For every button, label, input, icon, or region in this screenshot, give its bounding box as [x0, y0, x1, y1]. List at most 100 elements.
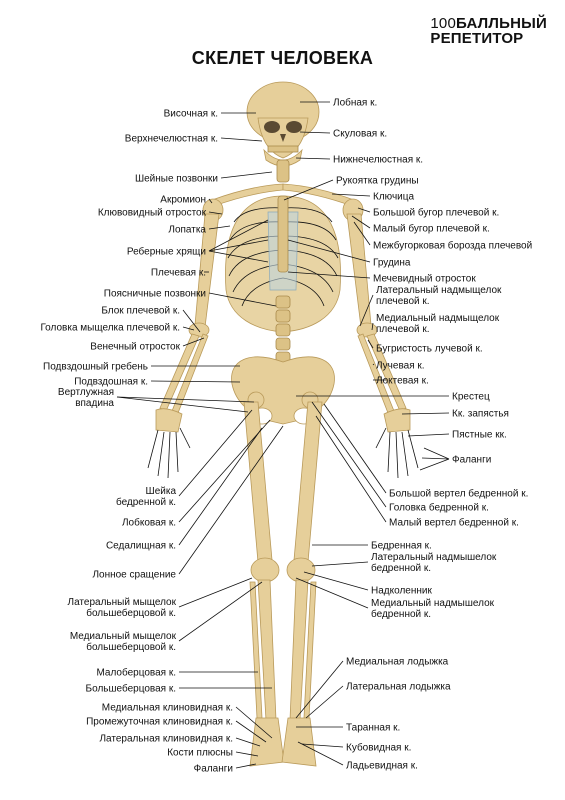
leader-radial-tuberosity	[367, 339, 374, 349]
label-zygomatic-line: Скуловая к.	[333, 129, 387, 140]
leader-greater-trochanter	[323, 403, 387, 494]
leader-costal-cartilage	[208, 250, 269, 263]
label-med-condyle-tibia-line: большеберцовой к.	[86, 641, 176, 653]
label-acetabulum-line: впадина	[75, 398, 114, 409]
logo-line1: БАЛЛЬНЫЙ	[456, 15, 547, 32]
label-med-cuneiform: Медиальная клиновидная к.	[102, 703, 233, 714]
leader-coracoid	[208, 211, 223, 215]
page-title: СКЕЛЕТ ЧЕЛОВЕКА	[191, 48, 374, 68]
label-lat-malleolus: Латеральная лодыжка	[346, 682, 451, 693]
label-iliac-crest-line: Подвздошный гребень	[43, 361, 148, 373]
label-greater-trochanter: Большой вертел бедренной к.	[389, 488, 528, 500]
label-cuboid: Кубовидная к.	[346, 742, 411, 754]
leader-pubis	[178, 419, 271, 523]
leader-lesser-tubercle	[351, 215, 371, 229]
leader-zygomatic	[299, 131, 331, 134]
label-carpals: Кк. запястья	[452, 409, 509, 420]
label-zygomatic: Скуловая к.	[333, 129, 387, 140]
label-manubrium-line: Рукоятка грудины	[336, 176, 419, 187]
label-symphysis: Лонное сращение	[92, 570, 176, 581]
label-femur-neck-line: Шейка	[146, 486, 177, 497]
label-ischium: Седалищная к.	[106, 541, 176, 552]
label-talus: Таранная к.	[346, 723, 400, 734]
label-maxilla-line: Верхнечелюстная к.	[125, 134, 218, 145]
label-lat-condyle-tibia-line: большеберцовой к.	[86, 607, 176, 619]
leader-ischium	[178, 427, 263, 546]
label-greater-trochanter-line: Большой вертел бедренной к.	[389, 488, 528, 500]
leader-capitulum	[182, 326, 195, 331]
logo-line2: РЕПЕТИТОР	[430, 30, 524, 47]
leader-coronoid	[182, 337, 205, 347]
skeleton-illustration	[147, 81, 419, 767]
label-humerus: Плечевая к.	[151, 268, 206, 279]
label-lesser-tubercle-line: Малый бугор плечевой к.	[373, 223, 490, 235]
label-mandible-line: Нижнечелюстная к.	[333, 155, 423, 166]
label-trochlea-line: Блок плечевой к.	[101, 306, 180, 317]
logo-number: 100	[430, 15, 457, 32]
label-cervical-line: Шейные позвонки	[135, 174, 218, 185]
leader-femur-neck	[178, 409, 253, 497]
label-int-cuneiform: Промежуточная клиновидная к.	[86, 717, 233, 728]
label-coronoid-line: Венечный отросток	[90, 342, 180, 353]
label-radius-line: Лучевая к.	[376, 361, 425, 372]
label-lesser-trochanter: Малый вертел бедренной к.	[389, 517, 519, 529]
leader-trochlea	[182, 309, 201, 333]
label-scapula-line: Лопатка	[168, 225, 206, 236]
leader-xiphoid	[287, 271, 371, 279]
label-talus-line: Таранная к.	[346, 723, 400, 734]
label-xiphoid: Мечевидный отросток	[373, 274, 476, 285]
label-lesser-tubercle: Малый бугор плечевой к.	[373, 223, 490, 235]
label-clavicle-line: Ключица	[373, 192, 414, 203]
label-coracoid-line: Клювовидный отросток	[98, 208, 207, 219]
label-lat-condyle-tibia-line: Латеральный мыщелок	[68, 597, 177, 608]
leader-carpals	[401, 412, 450, 415]
label-coronoid: Венечный отросток	[90, 342, 180, 353]
label-lat-malleolus-line: Латеральная лодыжка	[346, 682, 451, 693]
leader-metacarpals	[407, 433, 450, 437]
label-lat-epicondyle-line: плечевой к.	[376, 296, 430, 307]
label-cuboid-line: Кубовидная к.	[346, 742, 411, 754]
label-femur-line: Бедренная к.	[371, 541, 432, 552]
label-radial-tuberosity: Бугристость лучевой к.	[376, 344, 483, 355]
leader-ilium	[150, 380, 241, 383]
label-femur-head: Головка бедренной к.	[389, 502, 489, 514]
leader-med-condyle-tibia	[178, 581, 263, 642]
leader-int-cuneiform	[235, 720, 267, 743]
leader-navicular	[297, 741, 344, 766]
label-pubis: Лобковая к.	[122, 517, 176, 529]
label-temporal-line: Височная к.	[164, 109, 218, 120]
label-pubis-line: Лобковая к.	[122, 517, 176, 529]
label-med-malleolus: Медиальная лодыжка	[346, 657, 449, 668]
leader-lumbar	[208, 292, 277, 307]
leader-med-epicondyle-femur	[295, 577, 369, 609]
label-med-epicondyle-femur-line: бедренной к.	[371, 608, 431, 620]
label-med-cuneiform-line: Медиальная клиновидная к.	[102, 703, 233, 714]
label-femur-neck-line: бедренной к.	[116, 496, 176, 508]
label-phalanges-foot: Фаланги	[194, 764, 233, 775]
leader-acromion	[208, 198, 213, 204]
leader-femur-head	[311, 401, 387, 508]
label-ischium-line: Седалищная к.	[106, 541, 176, 552]
label-acetabulum-line: Вертлужная	[58, 387, 114, 398]
leader-lat-condyle-tibia	[178, 577, 253, 608]
label-patella-line: Надколенник	[371, 586, 432, 597]
label-med-epicondyle-line: плечевой к.	[376, 324, 430, 335]
leader-symphysis	[178, 425, 284, 575]
label-metatarsals-line: Кости плюсны	[167, 748, 233, 759]
label-clavicle: Ключица	[373, 192, 414, 203]
label-fibula: Малоберцовая к.	[96, 667, 176, 679]
label-trochlea: Блок плечевой к.	[101, 306, 180, 317]
label-sacrum: Крестец	[452, 392, 490, 403]
label-lat-epicondyle-femur-line: Латеральный надмышелок	[371, 552, 497, 563]
label-coracoid: Клювовидный отросток	[98, 208, 207, 219]
label-radius: Лучевая к.	[376, 361, 425, 372]
leader-lines	[116, 101, 450, 769]
leader-lat-malleolus	[305, 685, 344, 719]
label-acromion-line: Акромион	[160, 195, 206, 206]
label-capitulum: Головка мыщелка плечевой к.	[40, 323, 180, 334]
label-ulna: Локтевая к.	[376, 376, 429, 387]
label-metacarpals: Пястные кк.	[452, 430, 507, 441]
